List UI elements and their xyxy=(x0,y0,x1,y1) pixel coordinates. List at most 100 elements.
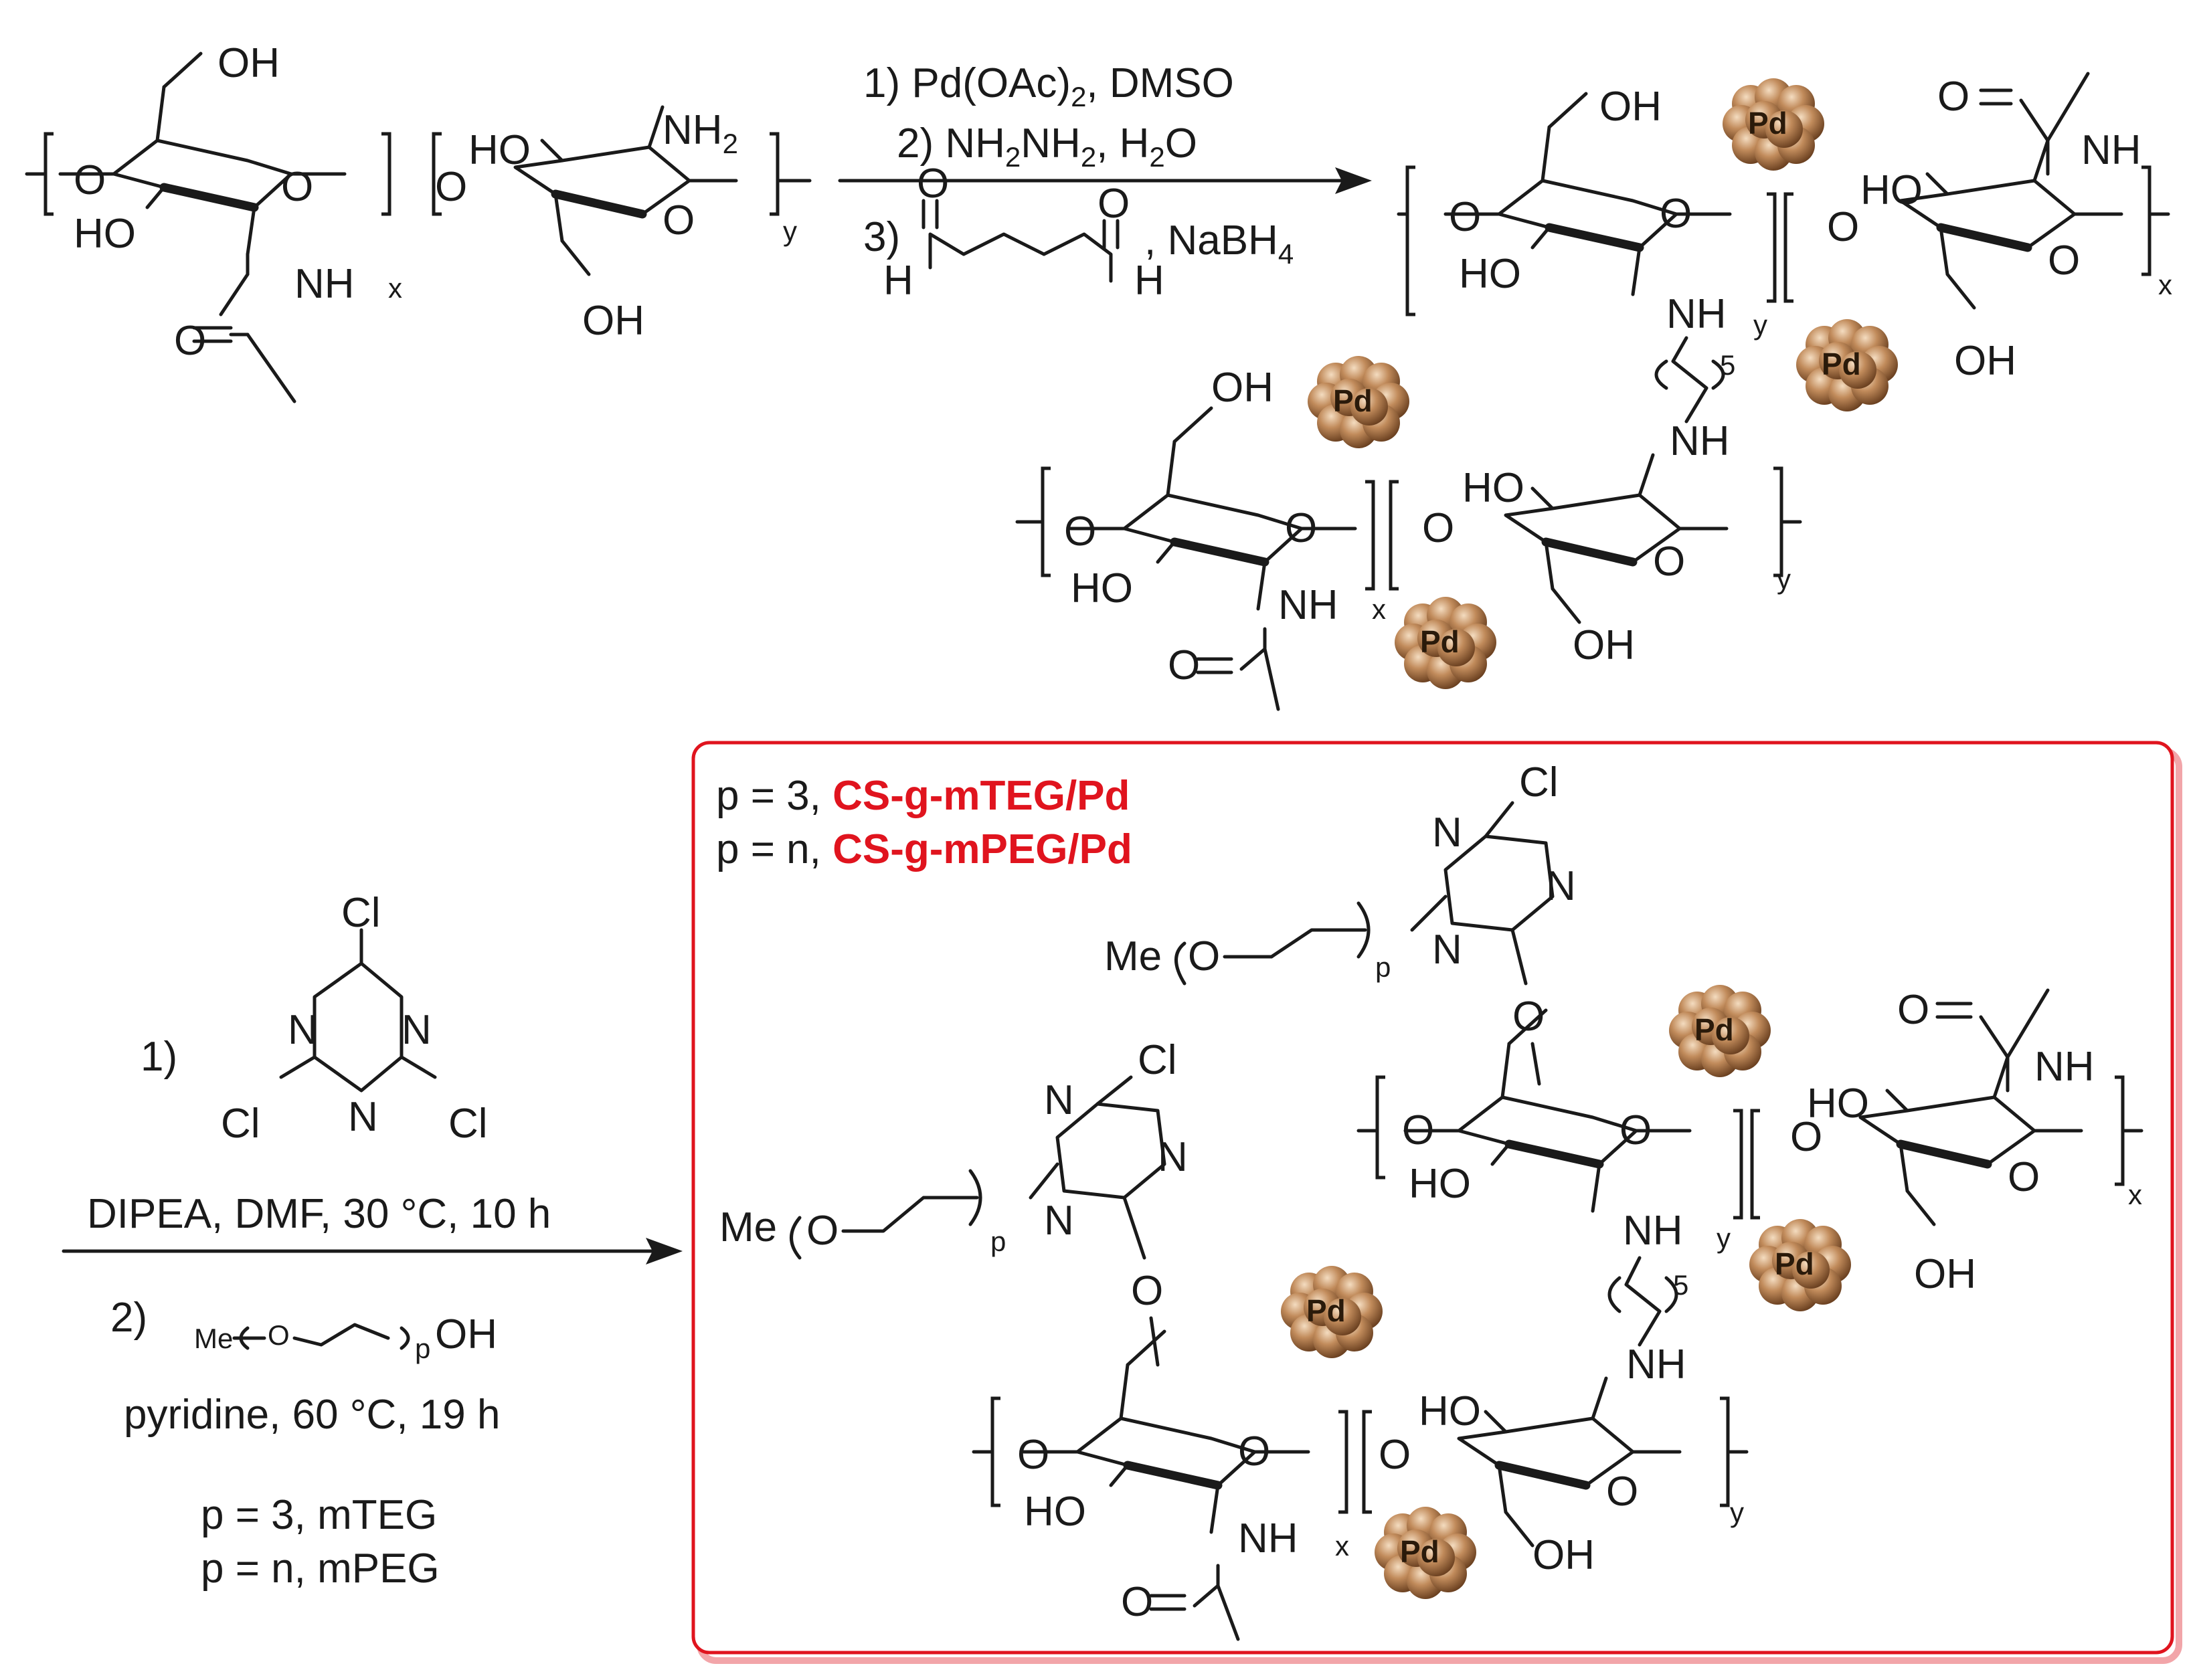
label-h: H xyxy=(1134,258,1164,304)
svg-text:x: x xyxy=(2128,1179,2142,1210)
svg-text:Cl: Cl xyxy=(448,1101,488,1147)
svg-text:O: O xyxy=(1790,1114,1822,1160)
label-o: O xyxy=(74,157,106,203)
label-o: O xyxy=(1937,74,1969,120)
label-ho: HO xyxy=(1860,167,1923,213)
svg-text:O: O xyxy=(1238,1428,1270,1475)
glutaraldehyde: O O H H xyxy=(883,161,1164,304)
label-o: O xyxy=(1098,181,1130,227)
chitosan-structure: OH O HO O NH x O O HO NH2 O y OH xyxy=(25,40,812,403)
label-y: y xyxy=(783,215,797,247)
cyanuric-chloride: Cl N N N Cl Cl xyxy=(221,890,488,1147)
product-label-1: p = 3, CS-g-mTEG/Pd xyxy=(716,773,1130,819)
label-o: O xyxy=(663,197,695,244)
step1-line2: 2) NH2NH2, H2O xyxy=(897,120,1197,173)
svg-text:O: O xyxy=(1017,1432,1049,1478)
svg-text:Cl: Cl xyxy=(1519,759,1559,806)
label-o: O xyxy=(2048,238,2080,284)
svg-text:N: N xyxy=(1432,927,1462,973)
svg-text:N: N xyxy=(348,1094,378,1140)
label-o: O xyxy=(1285,505,1317,551)
label-nh: NH xyxy=(294,261,355,307)
label-oh: OH xyxy=(582,298,644,344)
pd-nanoparticle: Pd xyxy=(1669,985,1771,1077)
svg-text:NH: NH xyxy=(1623,1208,1683,1254)
label-oh: OH xyxy=(1573,622,1635,668)
svg-text:O: O xyxy=(1619,1107,1652,1153)
svg-text:O: O xyxy=(1379,1432,1411,1478)
svg-text:x: x xyxy=(1335,1530,1349,1562)
mpeg-reagent: Me O p OH xyxy=(194,1311,497,1364)
step2-num2: 2) xyxy=(110,1295,147,1341)
svg-text:OH: OH xyxy=(435,1311,497,1358)
svg-text:Me: Me xyxy=(1104,933,1162,979)
svg-text:NH: NH xyxy=(2034,1044,2095,1090)
svg-text:O: O xyxy=(1402,1107,1434,1153)
svg-text:p: p xyxy=(990,1226,1006,1257)
svg-text:HO: HO xyxy=(1409,1161,1471,1207)
label-o: O xyxy=(1653,539,1685,585)
svg-text:y: y xyxy=(1717,1222,1731,1254)
label-o: O xyxy=(917,161,949,207)
label-oh: OH xyxy=(217,40,280,86)
label-y: y xyxy=(1753,309,1767,341)
svg-text:y: y xyxy=(1730,1497,1744,1528)
step2-legend2: p = n, mPEG xyxy=(201,1546,440,1592)
svg-text:N: N xyxy=(1546,863,1576,909)
svg-text:Pd: Pd xyxy=(1822,347,1861,381)
svg-text:Pd: Pd xyxy=(1694,1012,1734,1047)
label-ho: HO xyxy=(1071,565,1133,612)
svg-text:Pd: Pd xyxy=(1333,383,1373,418)
svg-text:Pd: Pd xyxy=(1775,1246,1814,1281)
svg-text:N: N xyxy=(288,1007,318,1053)
step2-conditions1: DIPEA, DMF, 30 °C, 10 h xyxy=(87,1191,551,1237)
svg-text:Me: Me xyxy=(194,1323,233,1354)
label-ho: HO xyxy=(74,211,136,257)
step2-conditions2: pyridine, 60 °C, 19 h xyxy=(124,1392,500,1438)
svg-text:N: N xyxy=(1158,1134,1188,1180)
product-label-2: p = n, CS-g-mPEG/Pd xyxy=(716,826,1132,872)
svg-text:5: 5 xyxy=(1673,1269,1688,1301)
svg-text:O: O xyxy=(268,1319,290,1351)
step1-line3-reagent: , NaBH4 xyxy=(1144,217,1294,270)
svg-text:O: O xyxy=(1121,1579,1153,1625)
pd-nanoparticle: Pd xyxy=(1796,319,1898,411)
label-oh: OH xyxy=(1954,338,2016,384)
pd-nanoparticle: Pd xyxy=(1723,78,1824,171)
svg-text:HO: HO xyxy=(1419,1388,1481,1434)
product-box: p = 3, CS-g-mTEG/Pd p = n, CS-g-mPEG/Pd … xyxy=(691,741,2182,1664)
svg-text:O: O xyxy=(1606,1469,1638,1515)
label-o: O xyxy=(1064,508,1096,555)
step1-line3-num: 3) xyxy=(863,214,900,260)
label-nh: NH xyxy=(2081,127,2141,173)
label-five: 5 xyxy=(1720,349,1735,381)
reaction-step-2: 1) Cl N N N Cl Cl DIPEA, DMF, 30 °C, 10 … xyxy=(62,890,683,1592)
pd-nanoparticle: Pd xyxy=(1749,1219,1851,1311)
label-nh: NH xyxy=(1278,582,1338,628)
svg-text:Cl: Cl xyxy=(341,890,381,936)
svg-text:N: N xyxy=(1432,810,1462,856)
svg-text:O: O xyxy=(806,1208,839,1254)
svg-text:N: N xyxy=(402,1007,432,1053)
label-oh: OH xyxy=(1599,84,1662,130)
svg-text:HO: HO xyxy=(1807,1081,1869,1127)
svg-text:Cl: Cl xyxy=(1138,1037,1177,1083)
pd-nanoparticle: Pd xyxy=(1395,597,1496,689)
svg-text:Cl: Cl xyxy=(221,1101,260,1147)
label-y: y xyxy=(1777,563,1791,595)
label-o: O xyxy=(1422,505,1454,551)
step2-num1: 1) xyxy=(141,1034,177,1080)
label-o: O xyxy=(1449,194,1481,240)
svg-text:OH: OH xyxy=(1532,1532,1595,1578)
label-x: x xyxy=(1372,593,1386,625)
label-o: O xyxy=(174,318,206,364)
step1-line1: 1) Pd(OAc)2, DMSO xyxy=(863,60,1234,112)
label-nh: NH xyxy=(1670,418,1730,464)
reaction-step-1: 1) Pd(OAc)2, DMSO 2) NH2NH2, H2O 3) O O … xyxy=(838,60,1372,304)
label-o: O xyxy=(435,164,467,210)
svg-text:Pd: Pd xyxy=(1748,106,1787,141)
pd-nanoparticle: Pd xyxy=(1308,356,1409,448)
svg-text:O: O xyxy=(2008,1154,2040,1200)
label-x: x xyxy=(2158,269,2172,300)
